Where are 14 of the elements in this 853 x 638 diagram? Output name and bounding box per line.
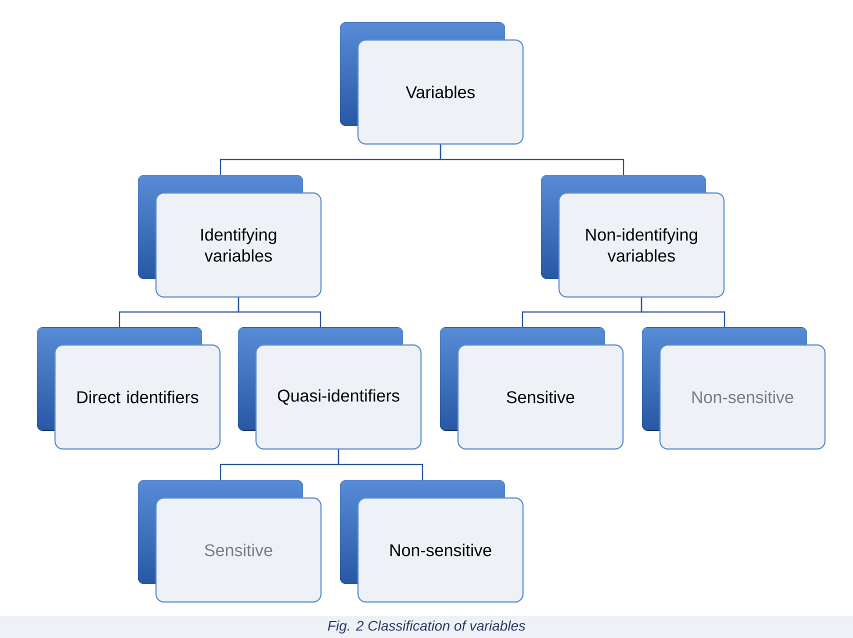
process-box: Identifying variables bbox=[138, 175, 322, 298]
process-box: Direct identifiers bbox=[37, 327, 221, 450]
connector-line bbox=[440, 144, 624, 175]
process-box: Non-sensitive bbox=[642, 327, 826, 450]
connector-line bbox=[640, 297, 726, 327]
process-box: Non-identifying variables bbox=[541, 175, 725, 298]
connector-line bbox=[338, 449, 424, 480]
process-box: Sensitive bbox=[440, 327, 624, 450]
process-box: Non-sensitive bbox=[340, 480, 524, 603]
process-box: Sensitive bbox=[138, 480, 322, 603]
process-box: Variables bbox=[340, 22, 524, 145]
caption: Fig. 2 Classification of variables bbox=[0, 616, 853, 638]
process-box: Quasi-identifiers bbox=[238, 327, 422, 450]
connector-line bbox=[238, 297, 322, 327]
